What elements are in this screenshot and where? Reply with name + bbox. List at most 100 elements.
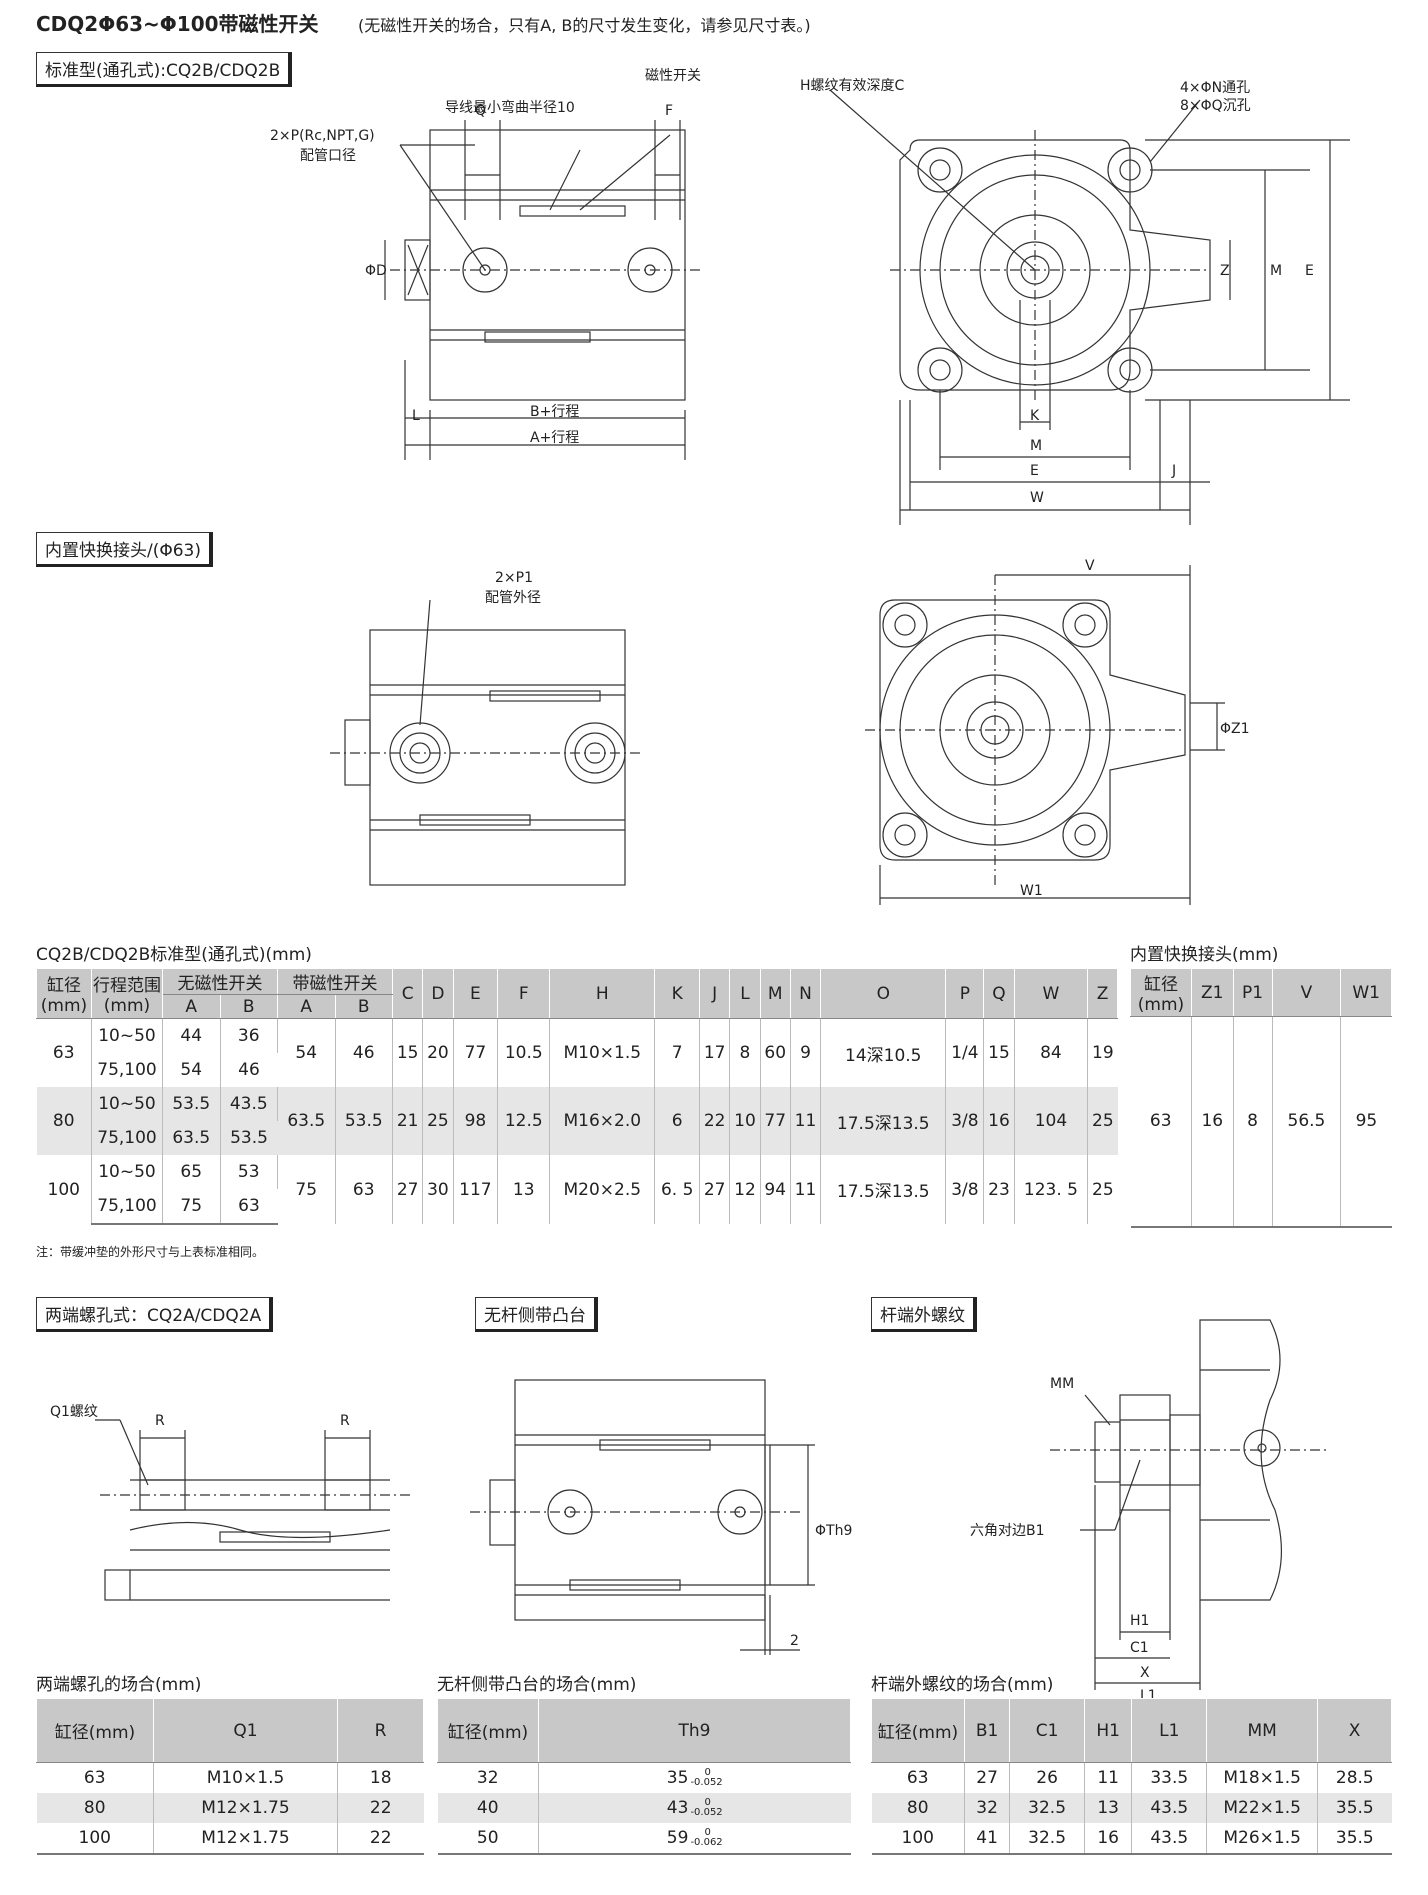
table-cell: 6: [654, 1087, 701, 1155]
boss-drawing: ΦTh9 2: [470, 1379, 852, 1655]
col-header: B1: [963, 1698, 1011, 1763]
col-header: Z1: [1191, 968, 1234, 1017]
col-header-stroke: 行程范围(mm): [91, 968, 163, 1019]
svg-text:V: V: [1085, 558, 1095, 574]
tolerance-range: 0-0.062: [690, 1828, 722, 1848]
table-cell: 75: [277, 1155, 336, 1224]
rod-thread-drawing: MM 六角对边B1 H1 C1 X L1: [970, 1319, 1330, 1706]
col-header: L1: [1131, 1698, 1208, 1763]
col-header-B: B: [334, 994, 393, 1019]
table-cell: 77: [453, 1018, 499, 1087]
section-rod-thread: 杆端外螺纹: [871, 1297, 977, 1332]
table-cell: 6. 5: [654, 1155, 701, 1224]
svg-text:K: K: [1030, 408, 1040, 424]
svg-text:2×P1: 2×P1: [495, 570, 533, 586]
rod-table-caption: 杆端外螺纹的场合(mm): [871, 1675, 1054, 1695]
svg-text:六角对边B1: 六角对边B1: [970, 1523, 1045, 1539]
table-cell: 46: [335, 1018, 393, 1087]
col-header-A: A: [162, 994, 221, 1019]
table-cell: 53.5: [335, 1087, 393, 1155]
tolerance-range: 0-0.052: [690, 1798, 722, 1818]
svg-text:E: E: [1030, 463, 1039, 479]
table-cell: 22: [699, 1087, 731, 1155]
quick-front-drawing: V ΦZ1 W1: [865, 558, 1250, 905]
table-cell: M16×2.0: [549, 1087, 656, 1155]
svg-text:2×P(Rc,NPT,G): 2×P(Rc,NPT,G): [270, 128, 375, 144]
table-cell: 77: [760, 1087, 791, 1155]
table-cell: 100: [871, 1823, 965, 1855]
table-cell: 7: [654, 1018, 701, 1087]
col-header: V: [1271, 968, 1342, 1017]
table-cell: 53: [220, 1155, 278, 1189]
svg-text:导线最小弯曲半径10: 导线最小弯曲半径10: [445, 99, 575, 116]
col-header: MM: [1206, 1698, 1319, 1763]
svg-text:L: L: [412, 408, 420, 424]
table-cell: 8: [729, 1018, 761, 1087]
page-title: CDQ2Φ63~Φ100带磁性开关: [36, 12, 319, 36]
stroke-cell: 75,100: [91, 1189, 163, 1225]
col-header: W1: [1340, 968, 1392, 1017]
table-cell: 16: [1191, 1016, 1234, 1228]
table-cell: 80: [36, 1793, 154, 1823]
front-view-drawing: H螺纹有效深度C 4×ΦN通孔 8×ΦQ沉孔 Z M E K M E W J: [800, 78, 1350, 525]
main-table-caption: CQ2B/CDQ2B标准型(通孔式)(mm): [36, 945, 312, 965]
table-cell: 32: [964, 1793, 1011, 1823]
table-cell: 46: [238, 1060, 260, 1080]
table-cell: 13: [497, 1155, 551, 1224]
svg-text:W: W: [1030, 490, 1044, 506]
svg-text:ΦZ1: ΦZ1: [1220, 721, 1250, 737]
col-header: C: [391, 968, 424, 1019]
bore-cell: 80: [36, 1087, 92, 1155]
svg-text:Q1螺纹: Q1螺纹: [50, 1404, 98, 1420]
tapped-table-caption: 两端螺孔的场合(mm): [36, 1675, 202, 1695]
col-header: Z: [1087, 968, 1118, 1019]
table-cell: 28.5: [1335, 1768, 1374, 1788]
table-cell: 17.5深13.5: [820, 1087, 947, 1155]
table-cell: 27: [964, 1762, 1011, 1793]
table-cell: 43.5: [1131, 1823, 1208, 1855]
quick-spec-table: 缸径(mm) Z1 P1 V W1 63 16 8 56.5 95: [1130, 968, 1392, 1228]
table-cell: 10: [729, 1087, 761, 1155]
stroke-cell: 10~50: [91, 1155, 163, 1189]
svg-text:ΦTh9: ΦTh9: [815, 1523, 852, 1539]
section-quick: 内置快换接头/(Φ63): [36, 532, 214, 567]
table-cell: 98: [453, 1087, 499, 1155]
tolerance-value: 35: [666, 1768, 689, 1788]
table-cell: 17.5深13.5: [820, 1155, 947, 1224]
table-cell: 20: [422, 1018, 454, 1087]
table-cell: 19: [1092, 1043, 1114, 1063]
svg-text:4×ΦN通孔: 4×ΦN通孔: [1180, 80, 1250, 96]
section-tapped: 两端螺孔式：CQ2A/CDQ2A: [36, 1297, 274, 1332]
table-cell: 65: [162, 1155, 221, 1189]
tolerance-range: 0-0.052: [690, 1768, 722, 1788]
col-header: C1: [1009, 1698, 1085, 1763]
table-cell: 27: [699, 1155, 731, 1224]
svg-text:MM: MM: [1050, 1376, 1074, 1392]
svg-text:E: E: [1305, 263, 1314, 279]
table-cell: 23: [983, 1155, 1015, 1224]
stroke-cell: 10~50: [91, 1087, 163, 1121]
table-cell: 15: [392, 1018, 424, 1087]
table-cell: 63.5: [162, 1121, 221, 1155]
col-header: J: [699, 968, 731, 1019]
table-cell: M12×1.75: [153, 1823, 338, 1855]
table-cell: 104: [1014, 1087, 1089, 1155]
table-cell: 44: [162, 1018, 221, 1053]
svg-text:B+行程: B+行程: [530, 404, 579, 420]
stroke-cell: 75,100: [91, 1121, 163, 1155]
table-cell: 63.5: [277, 1087, 336, 1155]
table-cell: 14深10.5: [820, 1018, 947, 1087]
quick-table-caption: 内置快换接头(mm): [1130, 945, 1279, 965]
col-header: Th9: [538, 1698, 851, 1763]
